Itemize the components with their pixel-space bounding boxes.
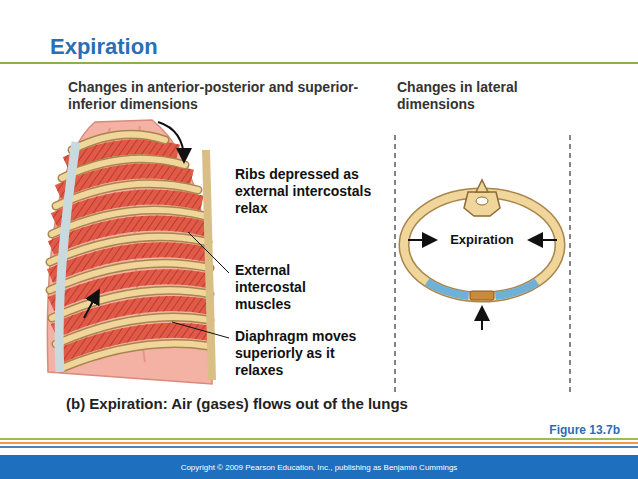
rib xyxy=(52,290,210,318)
rib xyxy=(50,237,208,262)
footer-stripe xyxy=(0,438,638,440)
footer-stripe xyxy=(0,446,638,448)
figure-number: Figure 13.7b xyxy=(549,423,620,437)
title-rule xyxy=(0,62,638,64)
rib xyxy=(62,159,185,178)
rib-outline xyxy=(52,210,205,234)
callout-label: Diaphragm moves superiorly as it relaxes xyxy=(235,328,385,378)
diaphragm-up-arrow xyxy=(84,292,98,318)
costal-cartilage xyxy=(59,142,76,372)
view-label: Expiration xyxy=(437,232,527,247)
rib-ring xyxy=(404,193,560,297)
upward-arrow xyxy=(481,309,483,330)
footer-stripe xyxy=(0,442,638,444)
rib-outline xyxy=(62,159,185,178)
rib-outline xyxy=(50,237,208,262)
rib-outline xyxy=(50,263,210,290)
view-heading: Changes in anterior-posterior and superi… xyxy=(68,79,368,113)
cartilage-segment xyxy=(496,282,538,296)
callout-label: External intercostal muscles xyxy=(235,262,355,312)
rib xyxy=(56,317,210,344)
rib xyxy=(62,344,208,368)
slide-title: Expiration xyxy=(50,34,158,60)
vertebra-body xyxy=(464,192,500,216)
dashed-boundary xyxy=(569,135,570,395)
rib xyxy=(72,134,165,150)
copyright-note: Copyright © 2009 Pearson Education, Inc.… xyxy=(0,463,638,472)
rib xyxy=(50,263,210,290)
callout-label: Ribs depressed as external intercostals … xyxy=(235,166,405,216)
spinous-process xyxy=(476,180,488,192)
leader-line xyxy=(188,232,229,273)
vertebral-foramen xyxy=(476,197,488,205)
leader-line xyxy=(172,322,229,338)
figure-caption: (b) Expiration: Air (gases) flows out of… xyxy=(66,395,408,412)
rib-outline xyxy=(56,184,198,206)
rib xyxy=(56,184,198,206)
rib xyxy=(52,210,205,234)
rib-outline xyxy=(62,344,208,368)
sternum xyxy=(470,291,494,300)
rib-outline xyxy=(72,134,165,150)
vertebral-column xyxy=(206,150,212,380)
rib-ring-outline xyxy=(404,193,560,297)
thorax-fill xyxy=(47,120,212,384)
dashed-boundary xyxy=(394,135,395,395)
ribs-down-arrow xyxy=(158,122,184,160)
view-heading: Changes in lateral dimensions xyxy=(397,79,567,113)
cartilage-segment xyxy=(427,282,469,296)
inward-arrow xyxy=(408,239,434,241)
inward-arrow xyxy=(531,239,557,241)
